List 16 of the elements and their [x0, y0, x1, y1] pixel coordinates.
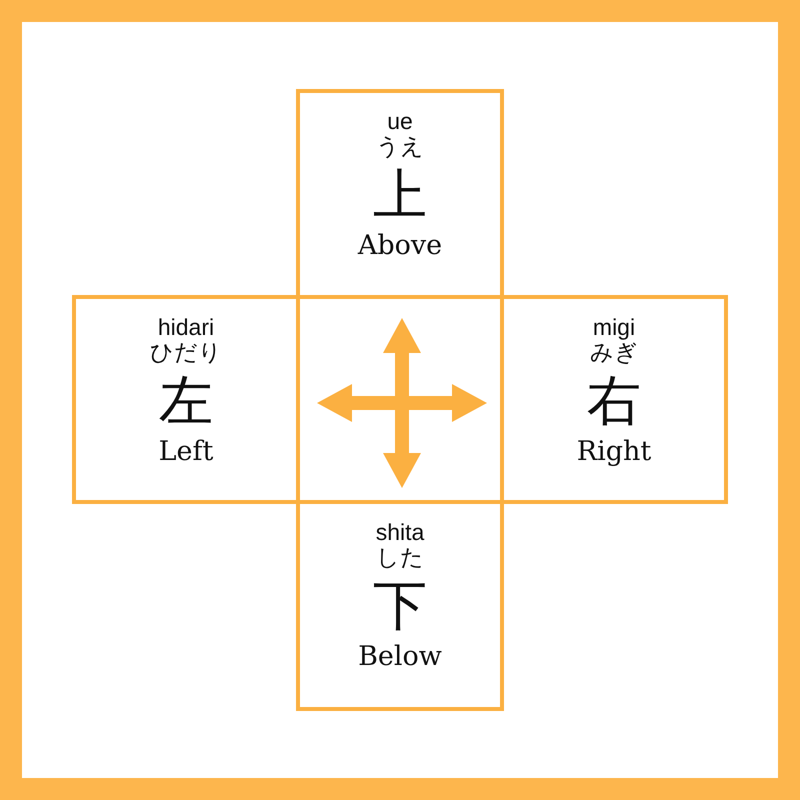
english-word: Left	[158, 436, 214, 468]
kana-reading: した	[376, 545, 424, 571]
kanji-character: 下	[373, 573, 427, 639]
kana-reading: ひだり	[150, 340, 222, 366]
romaji-reading: ue	[387, 108, 413, 134]
kana-reading: うえ	[376, 134, 424, 160]
kana-reading: みぎ	[590, 340, 638, 366]
kanji-character: 上	[373, 162, 427, 228]
english-word: Above	[358, 230, 442, 262]
english-word: Right	[576, 436, 652, 468]
kanji-character: 左	[159, 368, 213, 434]
romaji-reading: migi	[592, 314, 636, 340]
romaji-reading: hidari	[158, 314, 214, 340]
kanji-character: 右	[587, 368, 641, 434]
romaji-reading: shita	[376, 519, 424, 545]
english-word: Below	[358, 641, 442, 673]
